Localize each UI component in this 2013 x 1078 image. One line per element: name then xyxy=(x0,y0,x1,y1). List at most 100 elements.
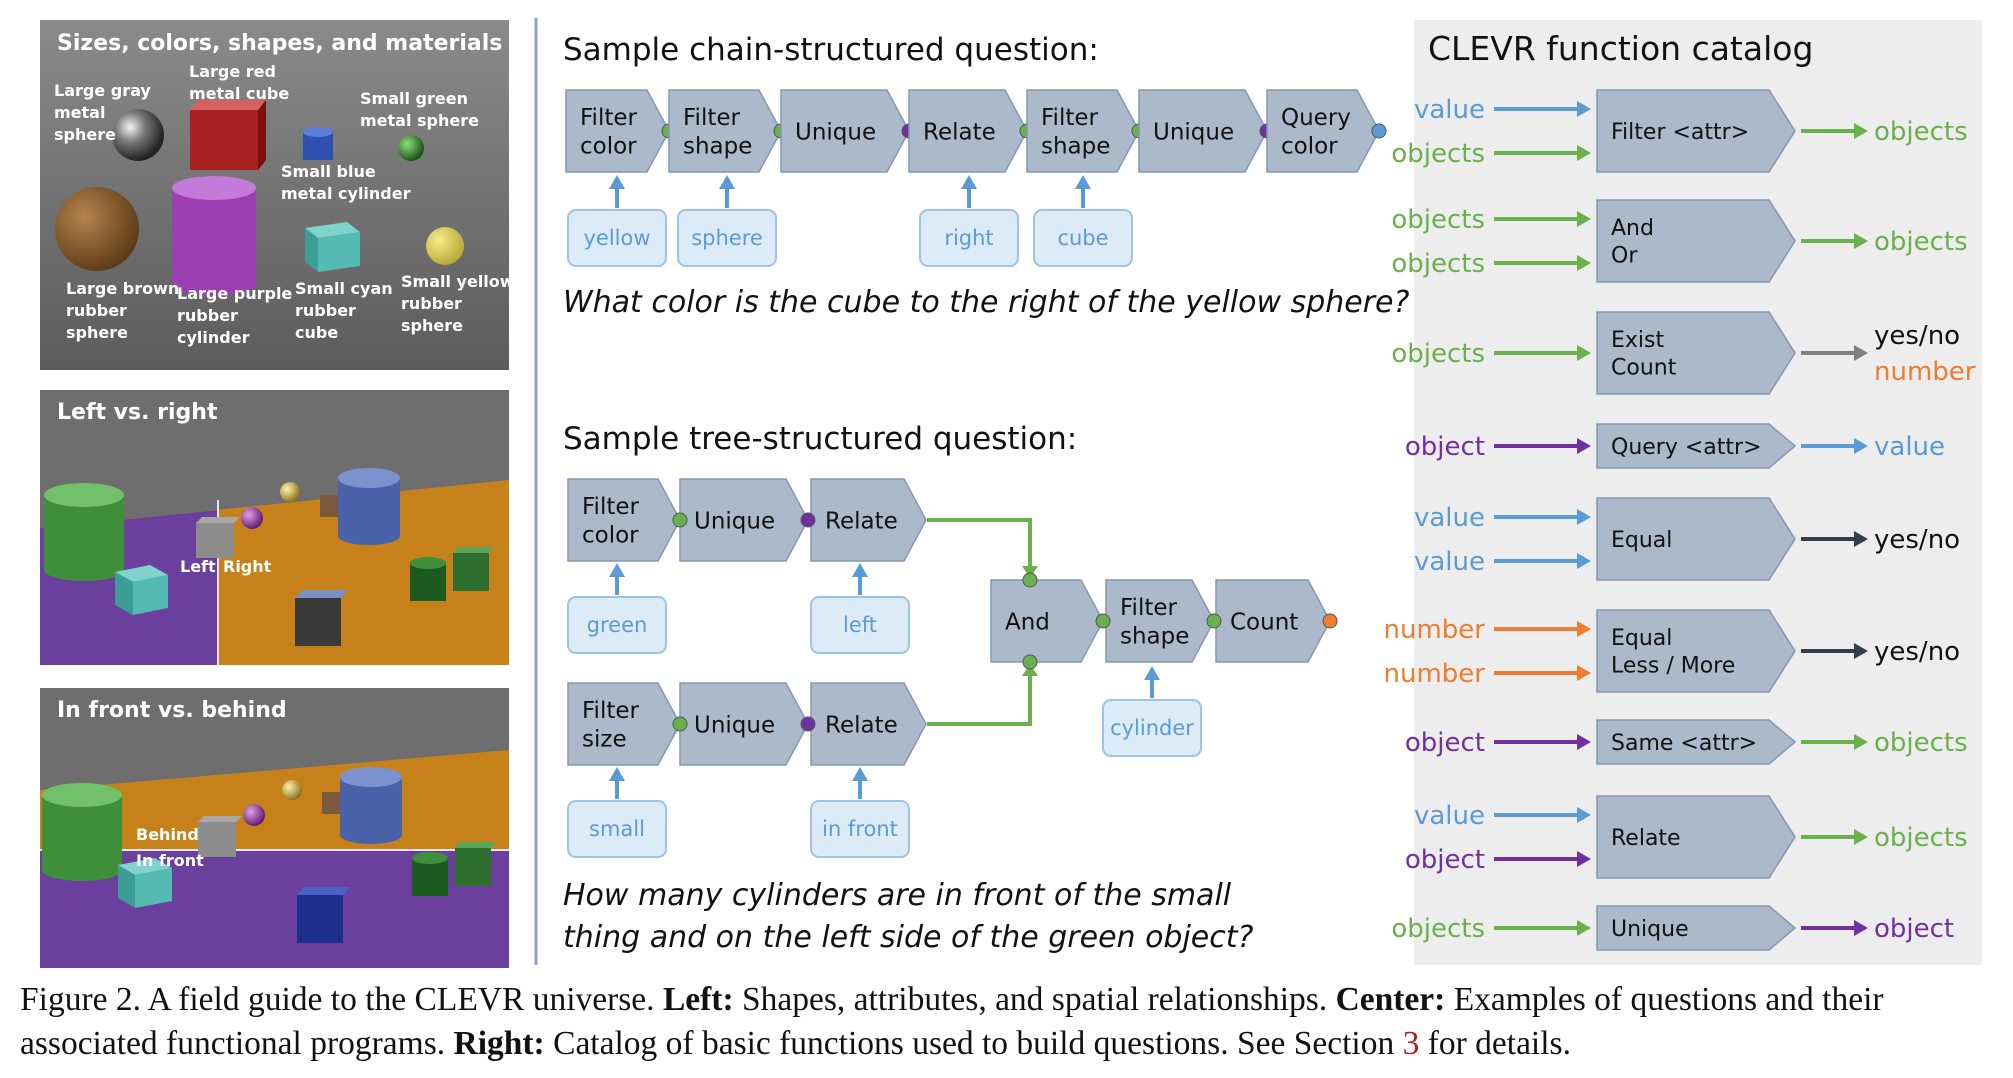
tree-top-node-relate-label: Relate xyxy=(825,508,898,534)
chain-node-relate: Relate xyxy=(908,89,1028,173)
catalog-output-arrow-head xyxy=(1854,345,1868,361)
tree-edge-dot xyxy=(1022,654,1038,670)
tree-edge-dot xyxy=(1095,613,1111,629)
cyan-cube xyxy=(118,858,172,908)
tree-input-in-front-label: in front xyxy=(822,817,898,841)
tree-edge-dot xyxy=(800,716,816,732)
chain-input-arrow-head xyxy=(961,175,977,189)
chain-question: What color is the cube to the right of t… xyxy=(563,285,1409,320)
catalog-rows: Filter <attr>valueobjectsobjectsAndOrobj… xyxy=(1384,89,1976,951)
chain-input-cube-box xyxy=(1033,209,1133,267)
catalog-output-objects: objects xyxy=(1874,728,1968,758)
catalog-node-equal-label: Equal xyxy=(1611,528,1672,553)
catalog-output-arrow-head xyxy=(1854,438,1868,454)
purple-metal-sphere xyxy=(241,507,263,529)
green-metal-cylinders xyxy=(410,547,494,601)
caption-left-label: Left: xyxy=(662,981,734,1018)
tree-top-node-relate-shape xyxy=(810,478,927,562)
catalog-node-same-attr-label: Same <attr> xyxy=(1611,731,1757,756)
chain-node-query-color-shape xyxy=(1266,89,1380,173)
tree-input-left-box xyxy=(810,596,910,654)
catalog-node-and-or-label: And xyxy=(1611,216,1654,241)
tree-edge-dot xyxy=(1322,613,1338,629)
gold-metal-sphere xyxy=(282,780,302,800)
tree-edge-dot xyxy=(1206,613,1222,629)
tree-merge-node-count-shape xyxy=(1215,579,1331,663)
chain-node-relate-shape xyxy=(908,89,1028,173)
panel-title-front-behind: In front vs. behind xyxy=(57,698,287,723)
catalog-node-equal-less-more-label: Less / More xyxy=(1611,654,1735,679)
tree-input-left-label: left xyxy=(843,613,877,637)
label-red-cube-1: Large red xyxy=(189,62,276,81)
label-yellow-sphere-3: sphere xyxy=(401,316,463,335)
tree-bottom-node-relate-shape xyxy=(810,682,927,766)
catalog-output-value: value xyxy=(1874,432,1945,462)
label-gray-sphere-2: metal xyxy=(54,103,105,122)
chain-node-filter-shape: Filter shape xyxy=(1026,89,1140,173)
chain-input-right: right xyxy=(919,209,1019,267)
catalog-node-exist-count-label: Exist xyxy=(1611,328,1664,353)
catalog-node-relate-shape xyxy=(1596,795,1796,879)
tree-input-left: left xyxy=(810,596,910,654)
tree-input-small-label: small xyxy=(589,817,645,841)
label-purple-cylinder-1: Large purple xyxy=(177,284,292,303)
tree-bottom-node-relate-label: Relate xyxy=(825,712,898,738)
tree-top-node-unique-shape xyxy=(679,478,809,562)
catalog-input-arrow-head xyxy=(1577,145,1591,161)
chain-node-filter-shape-label: Filter xyxy=(683,105,741,131)
chain-input-sphere: sphere xyxy=(677,209,777,267)
chain-edge-dot xyxy=(1371,123,1387,139)
tree-bottom-node-filter-size-label: Filter xyxy=(582,698,640,724)
panel-title-left-right: Left vs. right xyxy=(57,400,218,425)
catalog-node-equal: Equal xyxy=(1596,497,1796,581)
tree-top-node-filter-color-label: color xyxy=(582,523,639,549)
label-gray-sphere-1: Large gray xyxy=(54,81,151,100)
catalog-input-arrow-head xyxy=(1577,438,1591,454)
catalog-node-unique: Unique xyxy=(1596,905,1797,951)
tree-merge-node-filter-shape-label: Filter xyxy=(1120,595,1178,621)
catalog-input-arrow-head xyxy=(1577,553,1591,569)
gray-cube xyxy=(196,517,240,558)
right-label: Right xyxy=(223,557,272,576)
catalog-input-objects: objects xyxy=(1391,205,1485,235)
catalog-output-yes-no: yes/no xyxy=(1874,525,1960,555)
label-red-cube-2: metal cube xyxy=(189,84,289,103)
green-metal-sphere xyxy=(398,135,424,161)
caption-center-text: Examples of questions and their associat… xyxy=(20,981,1884,1062)
label-brown-sphere-3: sphere xyxy=(66,323,128,342)
catalog-output-arrow-head xyxy=(1854,920,1868,936)
brown-rubber-sphere xyxy=(55,187,139,271)
tree-top-node-filter-color-label: Filter xyxy=(582,494,640,520)
chain-node-unique-label: Unique xyxy=(795,119,876,145)
catalog-input-arrow-head xyxy=(1577,920,1591,936)
tree-merge-node-and-shape xyxy=(990,579,1104,663)
catalog-input-arrow-head xyxy=(1577,665,1591,681)
chain-node-filter-shape-shape xyxy=(668,89,782,173)
chain-node-filter-shape-label: shape xyxy=(1041,134,1110,160)
catalog-input-objects: objects xyxy=(1391,249,1485,279)
tree-connector-top xyxy=(927,518,1032,568)
caption-tail-text: for details. xyxy=(1427,1025,1571,1062)
catalog-input-object: object xyxy=(1405,728,1485,758)
chain-node-relate-label: Relate xyxy=(923,119,996,145)
label-yellow-sphere-1: Small yellow xyxy=(401,272,515,291)
catalog-node-query-attr-shape xyxy=(1596,423,1797,469)
tree-input-small-box xyxy=(567,800,667,858)
tree-input-cylinder-label: cylinder xyxy=(1110,716,1194,740)
tree-input-in-front-box xyxy=(810,800,910,858)
caption-section-link[interactable]: 3 xyxy=(1402,1025,1420,1062)
chain-node-filter-shape-label: Filter xyxy=(1041,105,1099,131)
chain-node-query-color-label: color xyxy=(1281,134,1338,160)
catalog-node-and-or-label: Or xyxy=(1611,244,1638,269)
chain-input-cube-label: cube xyxy=(1057,226,1108,250)
chain-input-arrow-head xyxy=(719,175,735,189)
tree-merge-node-filter-shape-shape xyxy=(1105,579,1215,663)
tree-top-node-unique: Unique xyxy=(679,478,809,562)
catalog-input-number: number xyxy=(1384,659,1486,689)
